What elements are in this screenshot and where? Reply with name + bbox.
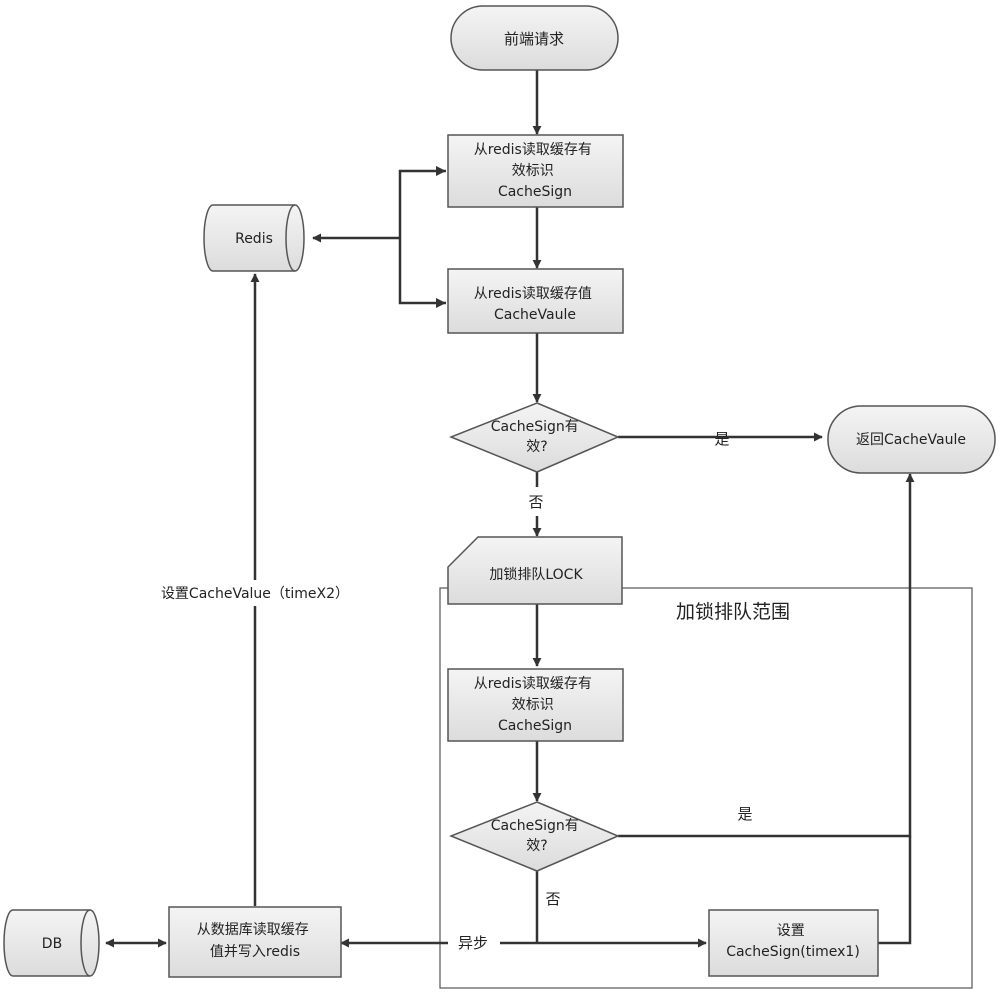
decision-1-line-1: CacheSign有 [491,419,579,435]
read-value-line-2: CacheVaule [494,307,576,323]
db-read-line-1: 从数据库读取缓存 [197,921,309,938]
return-node [827,405,996,474]
svg-text:从redis读取缓存有 效标识 CacheS: 从redis读取缓存有 效标识 CacheSign [474,675,597,734]
start-label: 前端请求 [504,30,564,48]
edge-label-yes-1: 是 [714,430,729,448]
lock-scope-frame [439,587,973,989]
svg-text:从redis读取缓存有 效标识 CacheS: 从redis读取缓存有 效标识 CacheSign [474,141,597,200]
edge-set-sign-to-return [878,836,912,945]
decision-2-line-1: CacheSign有 [491,818,579,834]
edge-redis-bus-split [398,169,446,305]
db-node [3,909,100,977]
return-label: 返回CacheVaule [856,432,966,448]
read-sign-node-2 [447,668,624,742]
svg-text:从redis读取缓存值 CacheVaule: 从redis读取缓存值 CacheVaule [474,285,597,323]
lock-scope-label: 加锁排队范围 [676,601,790,623]
set-sign-line-1: 设置 [777,923,805,939]
svg-text:CacheSign有 效?: CacheSign有 效? [491,818,584,854]
decision-2-line-2: 效? [526,838,547,854]
decision-1-line-2: 效? [526,439,547,455]
db-label: DB [42,936,62,952]
read-sign-2-line-1: 从redis读取缓存有 [474,675,592,692]
read-sign-node-1 [447,134,624,208]
redis-node [203,204,305,272]
svg-text:从数据库读取缓存 值并写入redis: 从数据库读取缓存 值并写入redis [197,921,313,960]
read-sign-1-line-2: 效标识 [512,163,554,179]
lock-node [447,536,623,605]
decision-node-1 [448,402,620,473]
edge-label-yes-2: 是 [737,805,752,823]
db-read-node [168,906,342,978]
svg-text:设置 CacheSign(timex1): 设置 CacheSign(timex1) [726,923,860,960]
edge-label-no-1: 否 [528,493,543,511]
edge-label-async: 异步 [458,934,488,952]
read-value-node [447,268,624,334]
read-sign-2-line-3: CacheSign [498,718,572,734]
read-sign-2-line-2: 效标识 [512,697,554,713]
read-sign-1-line-3: CacheSign [498,184,572,200]
read-value-line-1: 从redis读取缓存值 [474,285,592,302]
db-read-line-2: 值并写入redis [210,944,300,960]
decision-node-2 [448,801,620,872]
set-sign-node [708,909,879,977]
redis-label: Redis [235,231,273,247]
set-sign-line-2: CacheSign(timex1) [726,944,860,960]
edge-label-no-2: 否 [545,890,560,908]
edge-label-set-value: 设置CacheValue（timeX2） [161,586,349,602]
svg-text:CacheSign有 效?: CacheSign有 效? [491,419,584,455]
lock-label: 加锁排队LOCK [489,567,583,583]
read-sign-1-line-1: 从redis读取缓存有 [474,141,592,158]
start-node [450,5,619,71]
edge-decision-2-to-return [618,473,915,838]
